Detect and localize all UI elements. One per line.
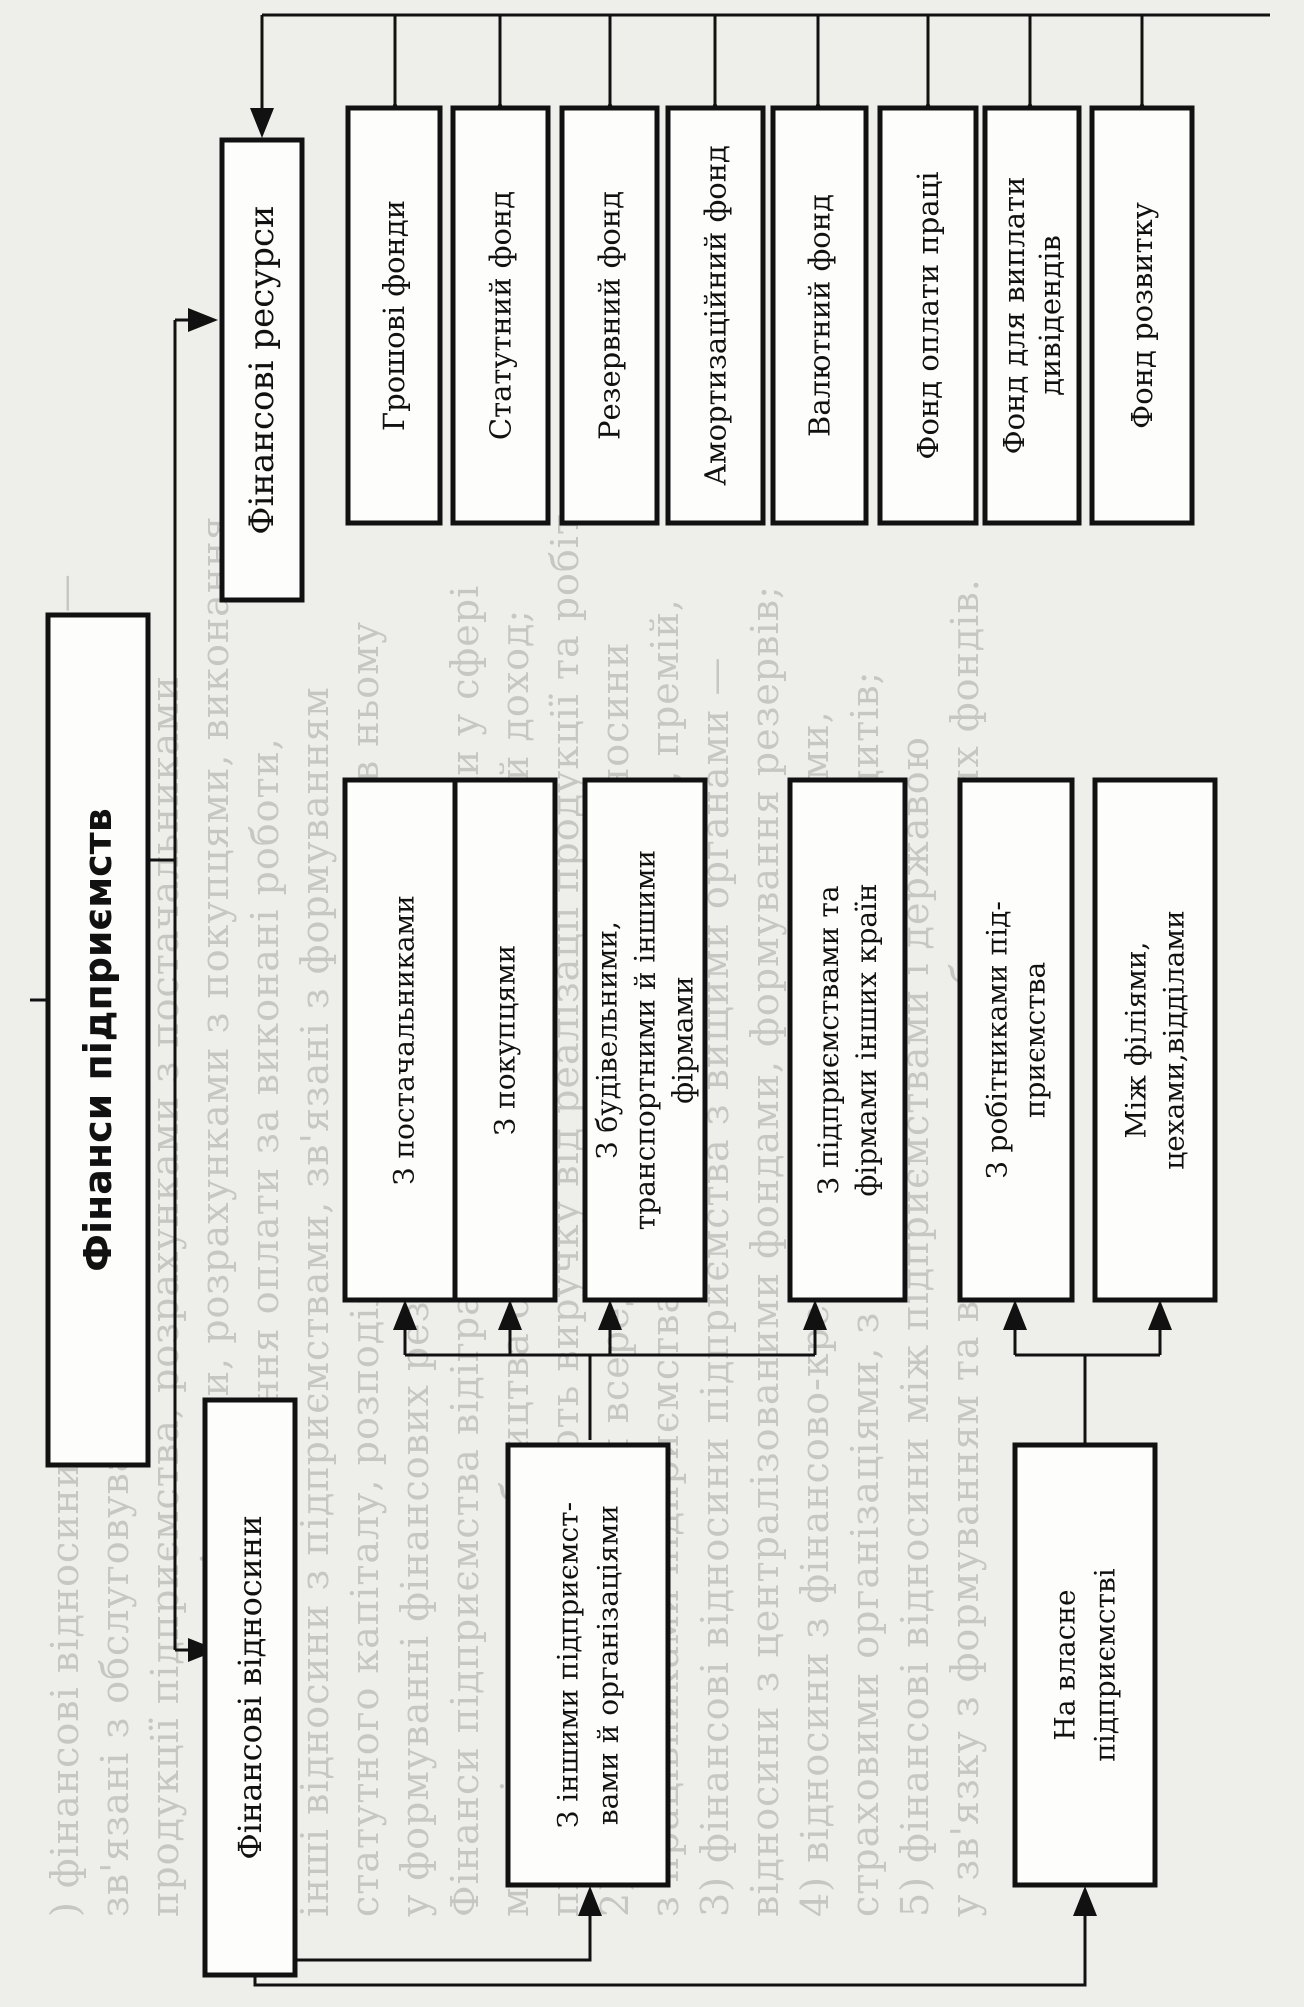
counterparty-box-label: цехами,відділами	[1158, 910, 1191, 1169]
root-box-frame	[45, 612, 151, 1468]
counterparty-box: З робітниками під-приємства	[957, 777, 1075, 1303]
fund-box: Резервний фонд	[559, 105, 660, 526]
counterparty-box-label: З робітниками під-	[981, 901, 1014, 1179]
arrow-to-resources-box	[250, 108, 274, 138]
counterparty-box-label: З покупцями	[489, 945, 522, 1136]
fund-box-frame	[665, 105, 766, 526]
counterparty-box-label: Між філіями,	[1120, 942, 1153, 1139]
fund-box: Амортизаційний фонд	[665, 105, 766, 526]
root-box-label: Фінанси підприємств	[76, 808, 120, 1271]
relations-box: Фінансові відносини	[202, 1397, 298, 1978]
arrow-to-group2	[1073, 1886, 1097, 1916]
group-box-label: На власне	[1049, 1589, 1082, 1740]
group-box-frame	[1012, 1442, 1158, 1888]
counterparty-box: Між філіями,цехами,відділами	[1092, 777, 1218, 1303]
resources-box-frame	[219, 137, 305, 603]
root-box: Фінанси підприємств	[45, 612, 151, 1468]
group-box-frame	[505, 1442, 671, 1888]
fund-box-label: Валютний фонд	[803, 194, 837, 437]
fund-box-label: Статутний фонд	[484, 191, 518, 440]
fund-box: Грошові фонди	[345, 105, 443, 526]
fund-box: Фонд розвитку	[1089, 105, 1195, 526]
group-box-label: підприємстві	[1089, 1568, 1122, 1762]
arrow-to-group1-item	[803, 1300, 827, 1330]
arrow-to-group1	[578, 1886, 602, 1916]
fund-box-label: Фонд розвитку	[1125, 202, 1159, 429]
relations-box-label: Фінансові відносини	[231, 1515, 269, 1860]
counterparty-box-frame	[582, 777, 708, 1303]
arrow-to-resources	[188, 308, 218, 332]
fund-box-label: Грошові фонди	[377, 200, 411, 431]
counterparty-box-label: фірмами	[667, 976, 700, 1104]
counterparty-box-frame	[957, 777, 1075, 1303]
fund-box-frame	[450, 105, 551, 526]
fund-box-label: дивідендів	[1033, 235, 1067, 396]
resources-box-label: Фінансові ресурси	[242, 205, 282, 534]
fund-box-frame	[559, 105, 660, 526]
group-box-label: вами й організаціями	[592, 1505, 625, 1825]
group-box-label: З іншими підприємст-	[552, 1502, 585, 1828]
group-box: З іншими підприємст-вами й організаціями	[505, 1442, 671, 1888]
counterparty-box-label: приємства	[1019, 962, 1052, 1118]
counterparty-box-frame	[1092, 777, 1218, 1303]
fund-box: Валютний фонд	[770, 105, 869, 526]
counterparty-box: З покупцями	[452, 777, 558, 1303]
counterparty-box-frame	[787, 777, 908, 1303]
arrow-to-group1-item	[498, 1300, 522, 1330]
counterparty-box-label: З постачальниками	[388, 895, 421, 1185]
fund-box-frame	[982, 105, 1082, 526]
counterparty-box-label: З підприємствами та	[812, 885, 845, 1194]
relations-box-frame	[202, 1397, 298, 1978]
fund-box-label: Резервний фонд	[593, 191, 627, 440]
counterparty-box-label: фірмами інших країн	[850, 883, 883, 1196]
arrow-to-group2-item	[1003, 1300, 1027, 1330]
counterparty-box-frame	[452, 777, 558, 1303]
fund-box-label: Фонд оплати праці	[911, 171, 945, 459]
fund-box: Статутний фонд	[450, 105, 551, 526]
counterparty-box-label: З будівельними,	[591, 921, 624, 1159]
arrow-to-group1-item	[598, 1300, 622, 1330]
fund-box-frame	[1089, 105, 1195, 526]
fund-box-frame	[345, 105, 443, 526]
counterparty-box-label: транспортними й іншими	[629, 850, 662, 1230]
fund-box-frame	[770, 105, 869, 526]
counterparty-box-frame	[342, 777, 466, 1303]
arrow-to-group2-item	[1148, 1300, 1172, 1330]
fund-box-label: Амортизаційний фонд	[699, 145, 733, 486]
fund-box: Фонд оплати праці	[877, 105, 979, 526]
arrow-to-group1-item	[393, 1300, 417, 1330]
fund-box-frame	[877, 105, 979, 526]
resources-box: Фінансові ресурси	[219, 137, 305, 603]
counterparty-box: З постачальниками	[342, 777, 466, 1303]
fund-box-label: Фонд для виплати	[997, 177, 1031, 455]
relations-to-group2	[253, 1910, 1087, 1987]
